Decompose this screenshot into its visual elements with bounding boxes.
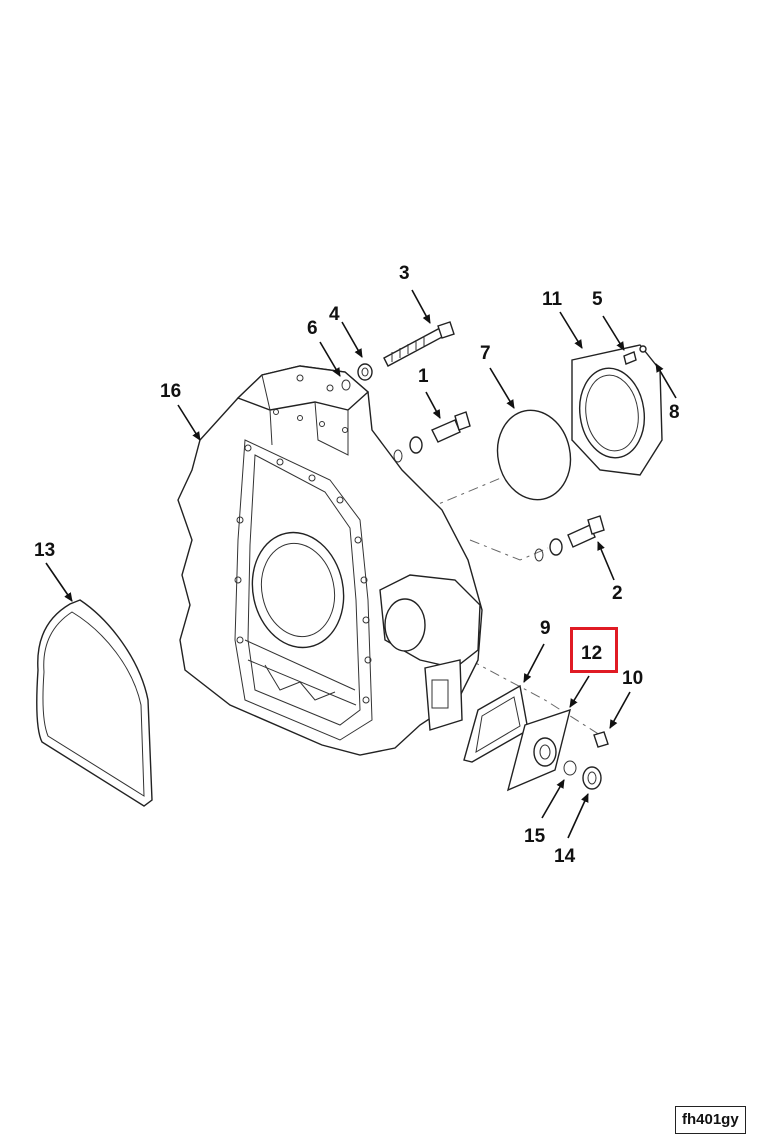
- housing-bolt-holes: [234, 374, 372, 704]
- callout-14: 14: [554, 846, 576, 867]
- callout-15: 15: [524, 826, 546, 847]
- callout-12: 12: [581, 643, 602, 664]
- callout-11: 11: [542, 289, 563, 310]
- flywheel-housing: [177, 365, 483, 756]
- callout-6: 6: [307, 318, 318, 339]
- figure-id-label: fh401gy: [675, 1106, 746, 1134]
- leader-lines: [45, 289, 677, 839]
- round-gasket: [496, 409, 572, 501]
- callout-highlight-box: [570, 627, 618, 673]
- callout-10: 10: [622, 668, 643, 689]
- plug-o-ring: [563, 760, 577, 776]
- callout-13: 13: [34, 540, 55, 561]
- cover-ring: [571, 344, 663, 476]
- housing-seal: [36, 599, 153, 807]
- long-bolt: [383, 321, 455, 367]
- callout-labels: 1 2 3 4 5 6 7 8 9 10 11 12 13 14 15 16: [34, 263, 680, 867]
- callout-1: 1: [418, 366, 429, 387]
- o-ring-small: [341, 379, 351, 391]
- cover-screw: [623, 345, 647, 365]
- bolt-upper: [393, 411, 471, 463]
- callout-4: 4: [329, 304, 340, 325]
- cover-plate: [506, 708, 571, 792]
- callout-3: 3: [399, 263, 410, 284]
- long-bolt-washer: [357, 363, 373, 381]
- callout-8: 8: [669, 402, 680, 423]
- callout-5: 5: [592, 289, 603, 310]
- callout-7: 7: [480, 343, 491, 364]
- plate-screw: [593, 731, 609, 748]
- plug: [582, 766, 602, 790]
- bolt-lower: [534, 515, 605, 562]
- plate-gasket: [463, 684, 529, 763]
- callout-9: 9: [540, 618, 551, 639]
- callout-2: 2: [612, 583, 623, 604]
- callout-16: 16: [160, 381, 181, 402]
